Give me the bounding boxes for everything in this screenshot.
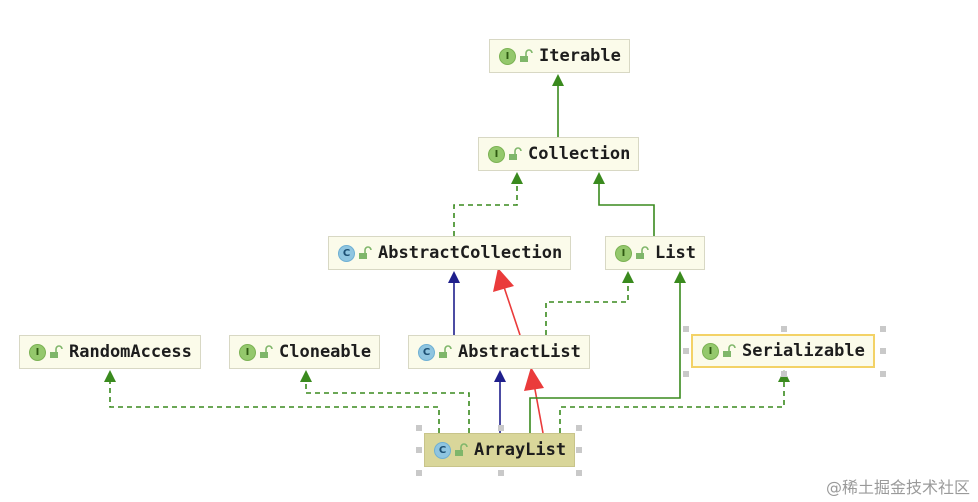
edge-abstractlist-list [545,283,629,335]
node-label: List [655,243,696,263]
resize-handle[interactable] [416,447,422,453]
lock-open-icon [439,345,452,358]
edge-arraylist-serializable [559,382,785,433]
resize-handle[interactable] [576,470,582,476]
resize-handle[interactable] [576,425,582,431]
interface-icon: I [239,343,256,361]
interface-icon: I [615,244,632,262]
edge-arraylist-randomaccess [109,382,440,433]
node-abstract-collection[interactable]: C AbstractCollection [328,236,572,270]
lock-open-icon [636,246,649,259]
resize-handle[interactable] [781,371,787,377]
resize-handle[interactable] [781,326,787,332]
edge-arraylist-list [529,283,681,433]
arrowhead [674,271,686,283]
node-iterable[interactable]: I Iterable [489,39,630,73]
node-label: Iterable [539,46,621,66]
resize-handle[interactable] [880,371,886,377]
watermark: @稀土掘金技术社区 [825,478,970,497]
resize-handle[interactable] [683,371,689,377]
highlight-arrowhead [493,268,514,292]
arrowhead [448,271,460,283]
arrowhead [622,271,634,283]
interface-icon: I [29,343,46,361]
highlight-edge [502,283,521,336]
lock-open-icon [520,49,533,62]
resize-handle[interactable] [416,470,422,476]
node-array-list[interactable]: C ArrayList [424,433,576,467]
interface-icon: I [702,342,719,360]
node-label: Collection [528,144,631,164]
lock-open-icon [260,345,273,358]
node-collection[interactable]: I Collection [478,137,640,171]
node-label: ArrayList [474,440,567,460]
edge-arraylist-cloneable [305,382,470,433]
resize-handle[interactable] [880,326,886,332]
arrowhead [552,74,564,86]
interface-icon: I [499,47,516,65]
node-random-access[interactable]: I RandomAccess [19,335,201,369]
node-abstract-list[interactable]: C AbstractList [408,335,590,369]
lock-open-icon [50,345,63,358]
node-label: Cloneable [279,342,372,362]
node-cloneable[interactable]: I Cloneable [229,335,381,369]
lock-open-icon [359,246,372,259]
arrowhead [494,370,506,382]
edge-list-collection [598,184,655,236]
lock-open-icon [509,147,522,160]
node-list[interactable]: I List [605,236,705,270]
highlight-arrowhead [524,367,544,391]
arrowhead [300,370,312,382]
class-icon: C [434,441,451,459]
interface-icon: I [488,145,505,163]
node-label: AbstractCollection [378,243,563,263]
arrowhead [104,370,116,382]
node-label: RandomAccess [69,342,192,362]
edge-abstractcollection-collection [453,184,518,236]
resize-handle[interactable] [683,326,689,332]
resize-handle[interactable] [498,425,504,431]
node-serializable[interactable]: I Serializable [691,334,875,368]
lock-open-icon [723,344,736,357]
arrowhead [511,172,523,184]
resize-handle[interactable] [576,447,582,453]
node-label: Serializable [742,341,865,361]
arrowhead [593,172,605,184]
lock-open-icon [455,443,468,456]
resize-handle[interactable] [880,348,886,354]
node-label: AbstractList [458,342,581,362]
resize-handle[interactable] [416,425,422,431]
resize-handle[interactable] [683,348,689,354]
highlight-edge [533,383,544,434]
class-icon: C [338,244,355,262]
resize-handle[interactable] [498,470,504,476]
class-icon: C [418,343,435,361]
